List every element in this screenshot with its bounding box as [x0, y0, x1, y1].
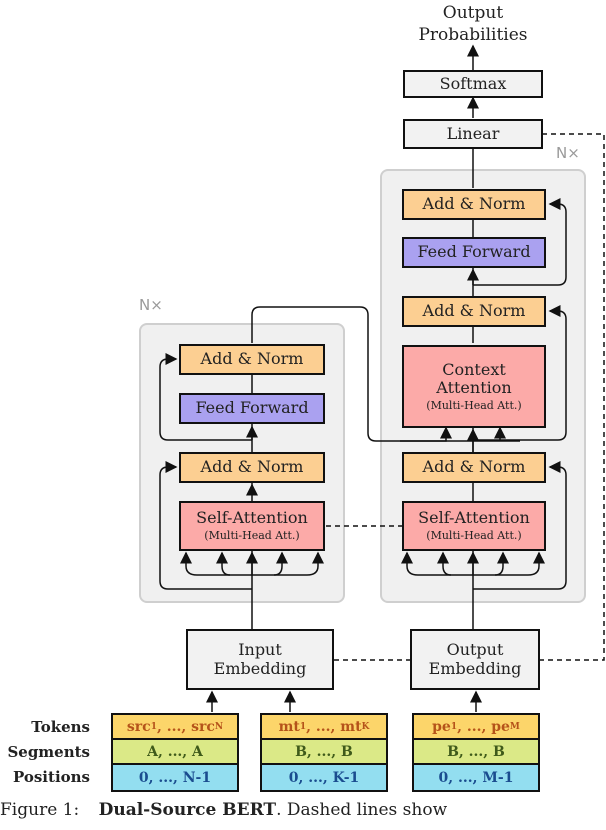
linear-box: Linear	[403, 119, 543, 149]
encoder-self-attention-label: Self-Attention	[196, 508, 308, 528]
pe-positions-cell: 0, ..., M-1	[412, 764, 540, 792]
decoder-self-attention-label: Self-Attention	[418, 508, 530, 528]
input-embedding-line2: Embedding	[213, 658, 307, 678]
mt-segments-cell: B, ..., B	[260, 739, 388, 764]
output-label-line1: Output	[442, 3, 504, 23]
encoder-add-norm-bottom: Add & Norm	[179, 452, 325, 483]
input-embedding-line1: Input	[238, 640, 282, 660]
decoder-feed-forward: Feed Forward	[402, 237, 546, 268]
caption-bold: Dual-Source BERT	[98, 800, 277, 820]
decoder-add-norm-bottom: Add & Norm	[402, 452, 546, 483]
encoder-self-attention: Self-Attention (Multi-Head Att.)	[179, 501, 325, 551]
src-segments-cell: A, ..., A	[111, 739, 239, 764]
src-positions-cell: 0, ..., N-1	[111, 764, 239, 792]
positions-row-label: Positions	[12, 768, 90, 786]
src-tok-subn: N	[214, 721, 224, 732]
context-attention-sub: (Multi-Head Att.)	[426, 398, 522, 412]
pe-tok-main: pe	[432, 718, 451, 735]
decoder-repeat-label: N×	[556, 144, 580, 162]
encoder-add-norm-top: Add & Norm	[179, 344, 325, 375]
tokens-row-label: Tokens	[31, 718, 90, 736]
pe-tok-subm: M	[509, 721, 520, 732]
pe-segments-cell: B, ..., B	[412, 739, 540, 764]
pe-tok-sub1: 1	[450, 721, 458, 732]
segments-row-label: Segments	[7, 743, 90, 761]
encoder-self-attention-sub: (Multi-Head Att.)	[204, 528, 300, 542]
decoder-add-norm-mid: Add & Norm	[402, 296, 546, 327]
pe-tok-mid: , ..., pe	[457, 718, 510, 735]
output-label-line2: Probabilities	[418, 25, 528, 46]
output-probabilities-label: Output Probabilities	[403, 2, 543, 46]
mt-tok-mid: , ..., mt	[306, 718, 362, 735]
mt-tok-main: mt	[278, 718, 300, 735]
caption-prefix: Figure 1:	[0, 800, 80, 820]
decoder-self-attention-sub: (Multi-Head Att.)	[426, 528, 522, 542]
context-attention-line1: Context	[442, 359, 506, 379]
src-tok-main: src	[126, 718, 151, 735]
context-attention-line2: Attention	[436, 378, 512, 398]
encoder-repeat-label: N×	[139, 296, 163, 314]
output-embedding-line1: Output	[446, 640, 504, 660]
src-tok-mid: , ..., src	[156, 718, 215, 735]
src-tok-sub1: 1	[150, 721, 157, 732]
mt-tok-subk: K	[361, 721, 370, 732]
softmax-box: Softmax	[403, 70, 543, 98]
decoder-self-attention: Self-Attention (Multi-Head Att.)	[402, 501, 546, 551]
decoder-add-norm-top: Add & Norm	[402, 189, 546, 220]
input-embedding-box: Input Embedding	[186, 629, 334, 690]
mt-tok-sub1: 1	[299, 721, 307, 732]
encoder-feed-forward: Feed Forward	[179, 393, 325, 424]
figure-caption: Figure 1: Dual-Source BERT. Dashed lines…	[0, 800, 447, 820]
mt-positions-cell: 0, ..., K-1	[260, 764, 388, 792]
decoder-context-attention: Context Attention (Multi-Head Att.)	[402, 345, 546, 428]
output-embedding-box: Output Embedding	[410, 629, 540, 690]
caption-rest: . Dashed lines show	[276, 800, 448, 820]
output-embedding-line2: Embedding	[428, 658, 522, 678]
